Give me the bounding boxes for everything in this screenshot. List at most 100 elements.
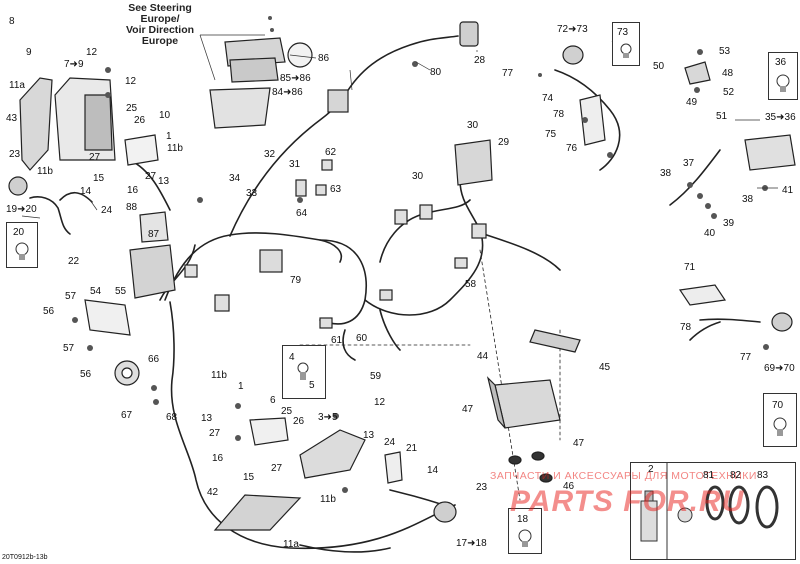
callout-34: 34 [229,173,241,184]
callout-16: 16 [127,185,139,196]
callout-81: 81 [703,470,715,481]
accessory-kit-box [630,462,796,560]
callout-21: 21 [406,443,418,454]
callout-77: 77 [502,68,514,79]
callout-58: 58 [465,279,477,290]
callout-75: 75 [545,129,557,140]
callout-box-label: 20 [13,227,25,238]
callout-15: 15 [243,472,255,483]
callout-84-86: 84➜86 [272,87,303,98]
callout-23: 23 [476,482,488,493]
callout-box-4-5: 4 5 [282,345,326,399]
callout-68: 68 [166,412,178,423]
callout-51: 51 [716,111,728,122]
callout-52: 52 [723,87,735,98]
callout-50: 50 [653,61,665,72]
callout-13: 13 [158,176,170,187]
callout-69-70: 69➜70 [764,363,795,374]
callout-27: 27 [271,463,283,474]
callout-23: 23 [9,149,21,160]
callout-6: 6 [270,395,276,406]
diagram-code: 20T0912b-13b [2,554,48,561]
callout-12: 12 [125,76,137,87]
callout-56: 56 [43,306,55,317]
callout-24: 24 [384,437,396,448]
callout-49: 49 [686,97,698,108]
callout-38: 38 [660,168,672,179]
callout-27: 27 [89,152,101,163]
callout-29: 29 [498,137,510,148]
callout-19-20: 19➜20 [6,204,37,215]
callout-74: 74 [542,93,554,104]
callout-57: 57 [65,291,77,302]
callout-80: 80 [430,67,442,78]
bulb-icon [776,74,790,92]
callout-1: 1 [166,131,172,142]
callout-25: 25 [281,406,293,417]
bulb-icon [15,242,29,260]
callout-14: 14 [427,465,439,476]
callout-77: 77 [740,352,752,363]
bulb-icon [518,529,532,547]
callout-11a: 11a [283,539,299,550]
callout-30: 30 [467,120,479,131]
callout-87: 87 [148,229,160,240]
callout-27: 27 [209,428,221,439]
callout-35-36: 35➜36 [765,112,796,123]
callout-box-18: 18 [508,508,542,554]
callout-43: 43 [6,113,18,124]
callout-66: 66 [148,354,160,365]
callout-61: 61 [331,335,343,346]
callout-box-label: 70 [772,400,784,411]
callout-71: 71 [684,262,696,273]
callout-11b: 11b [167,143,183,154]
callout-78: 78 [680,322,692,333]
callout-47: 47 [573,438,585,449]
callout-2: 2 [648,464,654,475]
callout-55: 55 [115,286,127,297]
callout-42: 42 [207,487,219,498]
callout-12: 12 [374,397,386,408]
callout-32: 32 [264,149,276,160]
callout-box-label: 4 [289,352,295,363]
callout-11b: 11b [320,494,336,505]
callout-3-5: 3➜5 [318,412,338,423]
callout-14: 14 [80,186,92,197]
callout-box-73: 73 [612,22,640,66]
callout-11b: 11b [37,166,53,177]
callout-16: 16 [212,453,224,464]
callout-13: 13 [201,413,213,424]
callout-22: 22 [68,256,80,267]
callout-83: 83 [757,470,769,481]
callout-78: 78 [553,109,565,120]
note-line-4: Europe [141,35,179,47]
callout-28: 28 [474,55,486,66]
callout-79: 79 [290,275,302,286]
callout-48: 48 [722,68,734,79]
callout-88: 88 [126,202,138,213]
callout-33: 33 [246,188,258,199]
callout-box-label: 5 [309,380,315,391]
callout-45: 45 [599,362,611,373]
callout-85-86: 85➜86 [280,73,311,84]
callout-56: 56 [80,369,92,380]
callout-41: 41 [782,185,794,196]
watermark-brand: PARTS FOR.RU [510,485,745,518]
callout-26: 26 [293,416,305,427]
callout-60: 60 [356,333,368,344]
callout-15: 15 [93,173,105,184]
bulb-icon [620,43,632,58]
callout-86: 86 [318,53,330,64]
callout-39: 39 [723,218,735,229]
callout-47: 47 [462,404,474,415]
callout-67: 67 [121,410,133,421]
callout-12: 12 [86,47,98,58]
callout-box-label: 18 [517,514,529,525]
callout-37: 37 [683,158,695,169]
callout-31: 31 [289,159,301,170]
callout-17-18: 17➜18 [456,538,487,549]
callout-82: 82 [730,470,742,481]
callout-64: 64 [296,208,308,219]
